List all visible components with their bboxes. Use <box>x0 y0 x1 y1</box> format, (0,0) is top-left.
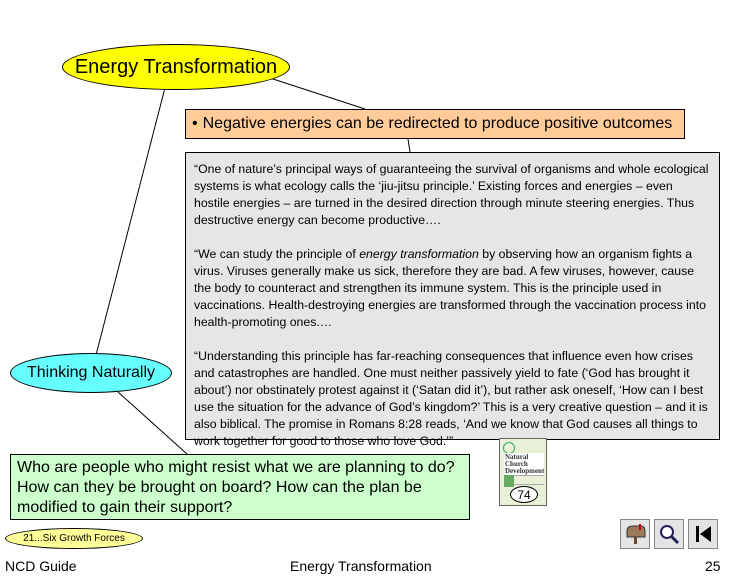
thinking-naturally-label: Thinking Naturally <box>26 364 156 381</box>
connector-bullet-to-quote <box>407 138 411 153</box>
quote-emphasis: energy transformation <box>359 247 479 261</box>
discussion-question-text: Who are people who might resist what we … <box>17 459 455 516</box>
footer-slide-title: Energy Transformation <box>290 558 432 574</box>
quote-paragraph-2-end: by observing how an organism fights a vi… <box>194 247 706 329</box>
connector-thinking-to-question <box>117 391 188 455</box>
book-title-line-1: Natural <box>505 453 529 461</box>
book-cover-decoration <box>504 475 544 485</box>
book-title: Natural Church Development <box>504 453 544 476</box>
home-button[interactable] <box>620 519 650 549</box>
discussion-question-box: Who are people who might resist what we … <box>10 454 470 520</box>
quote-paragraph-2-start: “We can study the principle of <box>194 247 360 261</box>
page-reference-badge: 74 <box>510 486 538 503</box>
quote-paragraph-3: “Understanding this principle has far-re… <box>194 349 708 448</box>
connector-title-to-bullet <box>269 77 366 110</box>
magnifier-icon <box>660 525 680 545</box>
connector-title-to-thinking <box>95 79 168 356</box>
thinking-naturally-link[interactable]: Thinking Naturally <box>10 353 172 393</box>
search-button[interactable] <box>654 519 684 549</box>
first-slide-button[interactable] <box>688 519 718 549</box>
book-cover-thumbnail[interactable]: Natural Church Development 74 <box>499 438 547 506</box>
title-text: Energy Transformation <box>74 55 278 78</box>
key-point-box: • Negative energies can be redirected to… <box>185 109 685 139</box>
quote-paragraph-2: “We can study the principle of energy tr… <box>194 246 711 331</box>
page-reference-number: 74 <box>517 487 531 502</box>
footer-page-number: 25 <box>705 558 721 574</box>
skip-to-first-icon <box>696 526 711 542</box>
book-title-line-2: Church <box>505 460 528 468</box>
book-title-line-3: Development <box>505 467 545 475</box>
title-ellipse: Energy Transformation <box>62 44 290 90</box>
mailbox-home-icon <box>626 524 646 544</box>
key-point-text: Negative energies can be redirected to p… <box>202 115 673 132</box>
quote-box: “One of nature’s principal ways of guara… <box>185 152 720 448</box>
quote-paragraph-1: “One of nature’s principal ways of guara… <box>194 162 709 227</box>
book-cover-picture <box>504 475 514 487</box>
six-growth-forces-label: 21...Six Growth Forces <box>23 533 125 544</box>
footer-guide-name: NCD Guide <box>5 558 77 574</box>
bullet-dot-icon: • <box>192 115 198 132</box>
six-growth-forces-link[interactable]: 21...Six Growth Forces <box>5 528 143 549</box>
